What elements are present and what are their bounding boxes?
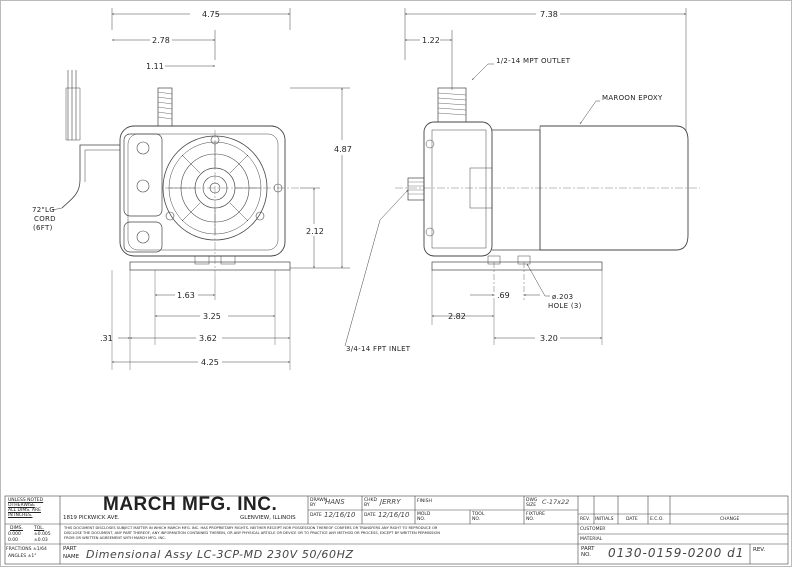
dim-front-1-11: 1.11 bbox=[146, 62, 164, 71]
dim-front-4-25: 4.25 bbox=[201, 358, 219, 367]
dim-side-length: 7.38 bbox=[540, 10, 558, 19]
material-label: MATERIAL bbox=[580, 537, 603, 542]
dims-header: DIMS. bbox=[10, 526, 23, 531]
company-address: 1819 PICKWICK AVE. bbox=[63, 515, 120, 521]
callout-inlet: 3/4-14 FPT INLET bbox=[346, 345, 411, 353]
callout-cord-1: 72"LG bbox=[32, 206, 55, 214]
date-column-header: DATE bbox=[626, 517, 638, 522]
callout-cord-2: CORD bbox=[34, 215, 56, 223]
rev-column-header: REV. bbox=[580, 517, 590, 522]
change-column-header: CHANGE bbox=[720, 517, 740, 522]
checked-by-value: JERRY bbox=[380, 498, 401, 506]
front-view bbox=[51, 8, 350, 370]
part-name-value: Dimensional Assy LC-3CP-MD 230V 50/60HZ bbox=[86, 548, 354, 561]
tolerance-note-1: UNLESS NOTED bbox=[8, 498, 44, 503]
tol-header: TOL. bbox=[34, 526, 45, 531]
callout-cord-3: (6FT) bbox=[33, 224, 53, 232]
dim-side-0-69: .69 bbox=[497, 291, 510, 300]
callout-outlet: 1/2-14 MPT OUTLET bbox=[496, 57, 571, 65]
side-view bbox=[344, 8, 700, 347]
dim-front-1-63: 1.63 bbox=[177, 291, 195, 300]
dim-side-3-20: 3.20 bbox=[540, 334, 558, 343]
callout-hole-2: HOLE (3) bbox=[548, 302, 582, 310]
customer-label: CUSTOMER bbox=[580, 527, 606, 532]
tolerance-note-3: ALL DIMS. ARE bbox=[8, 508, 41, 513]
dim-front-3-25: 3.25 bbox=[203, 312, 221, 321]
drawn-date-value: 12/16/10 bbox=[324, 511, 356, 519]
company-name: MARCH MFG. INC. bbox=[103, 494, 278, 515]
drawn-by-value: HANS bbox=[325, 498, 345, 506]
dim-side-1-22: 1.22 bbox=[422, 36, 440, 45]
callout-hole-1: ø.203 bbox=[552, 293, 573, 301]
checked-date-label: DATE bbox=[364, 513, 376, 518]
fractions-tolerance: FRACTIONS ±1/64 bbox=[6, 547, 47, 552]
tol-2-place: ±0.03 bbox=[34, 538, 48, 543]
title-block-grid bbox=[4, 495, 789, 565]
initials-column-header: INITIALS bbox=[595, 517, 614, 522]
proprietary-disclaimer: THIS DOCUMENT DISCLOSES SUBJECT MATTER I… bbox=[64, 526, 441, 540]
eco-column-header: E.C.O. bbox=[650, 517, 664, 522]
dim-front-0-31: .31 bbox=[100, 334, 113, 343]
drawing-size-value: C-17x22 bbox=[542, 498, 570, 506]
dim-2-place: 0.00 bbox=[8, 538, 19, 543]
finish-label: FINISH bbox=[417, 499, 432, 504]
tolerance-note-2: OTHERWISE bbox=[8, 503, 35, 508]
part-label: PART bbox=[63, 546, 77, 552]
name-label: NAME bbox=[63, 554, 80, 560]
angles-tolerance: ANGLES ±1° bbox=[8, 554, 37, 559]
dim-front-2-12: 2.12 bbox=[306, 227, 324, 236]
tolerance-note-4: IN INCHES. bbox=[8, 513, 33, 518]
revision-label: REV. bbox=[753, 547, 766, 553]
dim-3-place: 0.000 bbox=[8, 532, 21, 537]
company-city: GLENVIEW, ILLINOIS bbox=[240, 515, 296, 521]
callout-epoxy: MAROON EPOXY bbox=[602, 94, 663, 102]
dim-front-3-62: 3.62 bbox=[199, 334, 217, 343]
checked-date-value: 12/16/10 bbox=[378, 511, 410, 519]
tol-3-place: ±0.005 bbox=[34, 532, 51, 537]
dim-front-width: 4.75 bbox=[202, 10, 220, 19]
drawn-date-label: DATE bbox=[310, 513, 322, 518]
part-number-value: 0130-0159-0200 d1 bbox=[608, 546, 745, 560]
dim-front-2-78: 2.78 bbox=[152, 36, 170, 45]
dim-side-2-82: 2.82 bbox=[448, 312, 466, 321]
dim-front-height: 4.87 bbox=[334, 145, 352, 154]
